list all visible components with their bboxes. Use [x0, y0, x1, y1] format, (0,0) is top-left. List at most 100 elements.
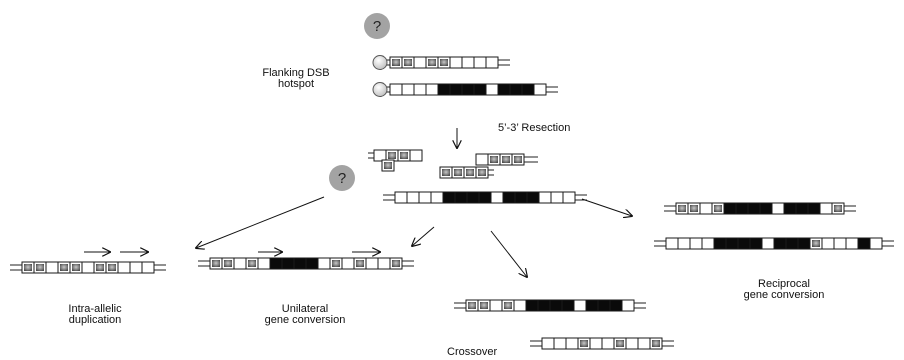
white-cell: [701, 237, 715, 250]
black-cell: [509, 83, 523, 96]
top-chromatid-grey: [372, 55, 510, 70]
white-cell: [677, 237, 691, 250]
white-cell: [553, 337, 567, 350]
black-cell: [713, 237, 727, 250]
black-cell: [442, 191, 456, 204]
white-cell: [341, 257, 355, 270]
white-cell: [621, 299, 635, 312]
resected-right-fragment: [475, 153, 538, 166]
white-cell: [449, 56, 463, 69]
black-cell: [305, 257, 319, 270]
white-cell: [394, 191, 408, 204]
white-cell: [409, 149, 423, 162]
black-cell: [281, 257, 295, 270]
resected-left-tail: [381, 159, 395, 172]
white-cell: [821, 237, 835, 250]
black-cell: [857, 237, 871, 250]
white-cell: [541, 337, 555, 350]
to-crossover-arrow-icon: [490, 230, 527, 277]
crossover-label: Crossover: [447, 346, 498, 358]
flanking-label-line2: hotspot: [277, 78, 315, 90]
unilateral-label-line1: Unilateral: [281, 303, 329, 315]
white-cell: [689, 237, 703, 250]
white-cell: [257, 257, 271, 270]
reciprocal-gene-conversion-label: Reciprocal gene conversion: [726, 279, 842, 301]
resection-label: 5’-3’ Resection: [498, 122, 571, 134]
black-cell: [437, 83, 451, 96]
black-cell: [747, 202, 761, 215]
black-cell: [449, 83, 463, 96]
resected-left-fragment: [368, 149, 423, 162]
black-cell: [502, 191, 516, 204]
black-cell: [735, 202, 749, 215]
chromosome-strands: [10, 55, 894, 350]
black-cell: [549, 299, 563, 312]
crossover-product-2: [530, 337, 674, 350]
white-cell: [430, 191, 444, 204]
black-cell: [293, 257, 307, 270]
white-cell: [833, 237, 847, 250]
white-cell: [625, 337, 639, 350]
white-cell: [573, 299, 587, 312]
white-cell: [490, 191, 504, 204]
black-cell: [725, 237, 739, 250]
crossover-product-1: [454, 299, 646, 312]
black-cell: [514, 191, 528, 204]
svg-text:?: ?: [338, 170, 346, 187]
white-cell: [485, 83, 499, 96]
question-mark-icon: ?: [364, 13, 390, 39]
white-cell: [401, 83, 415, 96]
to-unilateral-arrow-icon: [412, 226, 435, 246]
black-cell: [561, 299, 575, 312]
black-cell: [525, 299, 539, 312]
black-cell: [473, 83, 487, 96]
white-cell: [513, 299, 527, 312]
black-cell: [737, 237, 751, 250]
black-cell: [461, 83, 475, 96]
white-cell: [538, 191, 552, 204]
black-cell: [759, 202, 773, 215]
intra-label-line2: duplication: [68, 314, 122, 326]
to-intra-allelic-arrow-icon: [196, 196, 325, 248]
white-cell: [317, 257, 331, 270]
white-cell: [533, 83, 547, 96]
white-cell: [365, 257, 379, 270]
intra-label-line1: Intra-allelic: [68, 303, 122, 315]
white-cell: [141, 261, 155, 274]
black-cell: [466, 191, 480, 204]
hotspot-circle-icon: [372, 55, 388, 70]
black-cell: [521, 83, 535, 96]
black-cell: [478, 191, 492, 204]
intra-allelic-product: [10, 261, 166, 274]
white-cell: [845, 237, 859, 250]
black-cell: [723, 202, 737, 215]
white-cell: [389, 83, 403, 96]
white-cell: [418, 191, 432, 204]
question-mark-icon: ?: [329, 165, 355, 191]
black-cell: [585, 299, 599, 312]
reciprocal-label-line1: Reciprocal: [758, 278, 810, 290]
black-cell: [795, 202, 809, 215]
black-cell: [537, 299, 551, 312]
white-cell: [81, 261, 95, 274]
intra-allelic-duplication-label: Intra-allelic duplication: [40, 304, 150, 326]
black-cell: [785, 237, 799, 250]
black-cell: [797, 237, 811, 250]
black-cell: [807, 202, 821, 215]
intact-homolog: [383, 191, 587, 204]
white-cell: [117, 261, 131, 274]
white-cell: [373, 149, 387, 162]
white-cell: [461, 56, 475, 69]
white-cell: [45, 261, 59, 274]
white-cell: [601, 337, 615, 350]
black-cell: [783, 202, 797, 215]
unilateral-label-line2: gene conversion: [264, 314, 346, 326]
white-cell: [550, 191, 564, 204]
white-cell: [589, 337, 603, 350]
unilateral-gene-conversion-label: Unilateral gene conversion: [250, 304, 360, 326]
white-cell: [771, 202, 785, 215]
black-cell: [749, 237, 763, 250]
white-cell: [377, 257, 391, 270]
white-cell: [485, 56, 499, 69]
